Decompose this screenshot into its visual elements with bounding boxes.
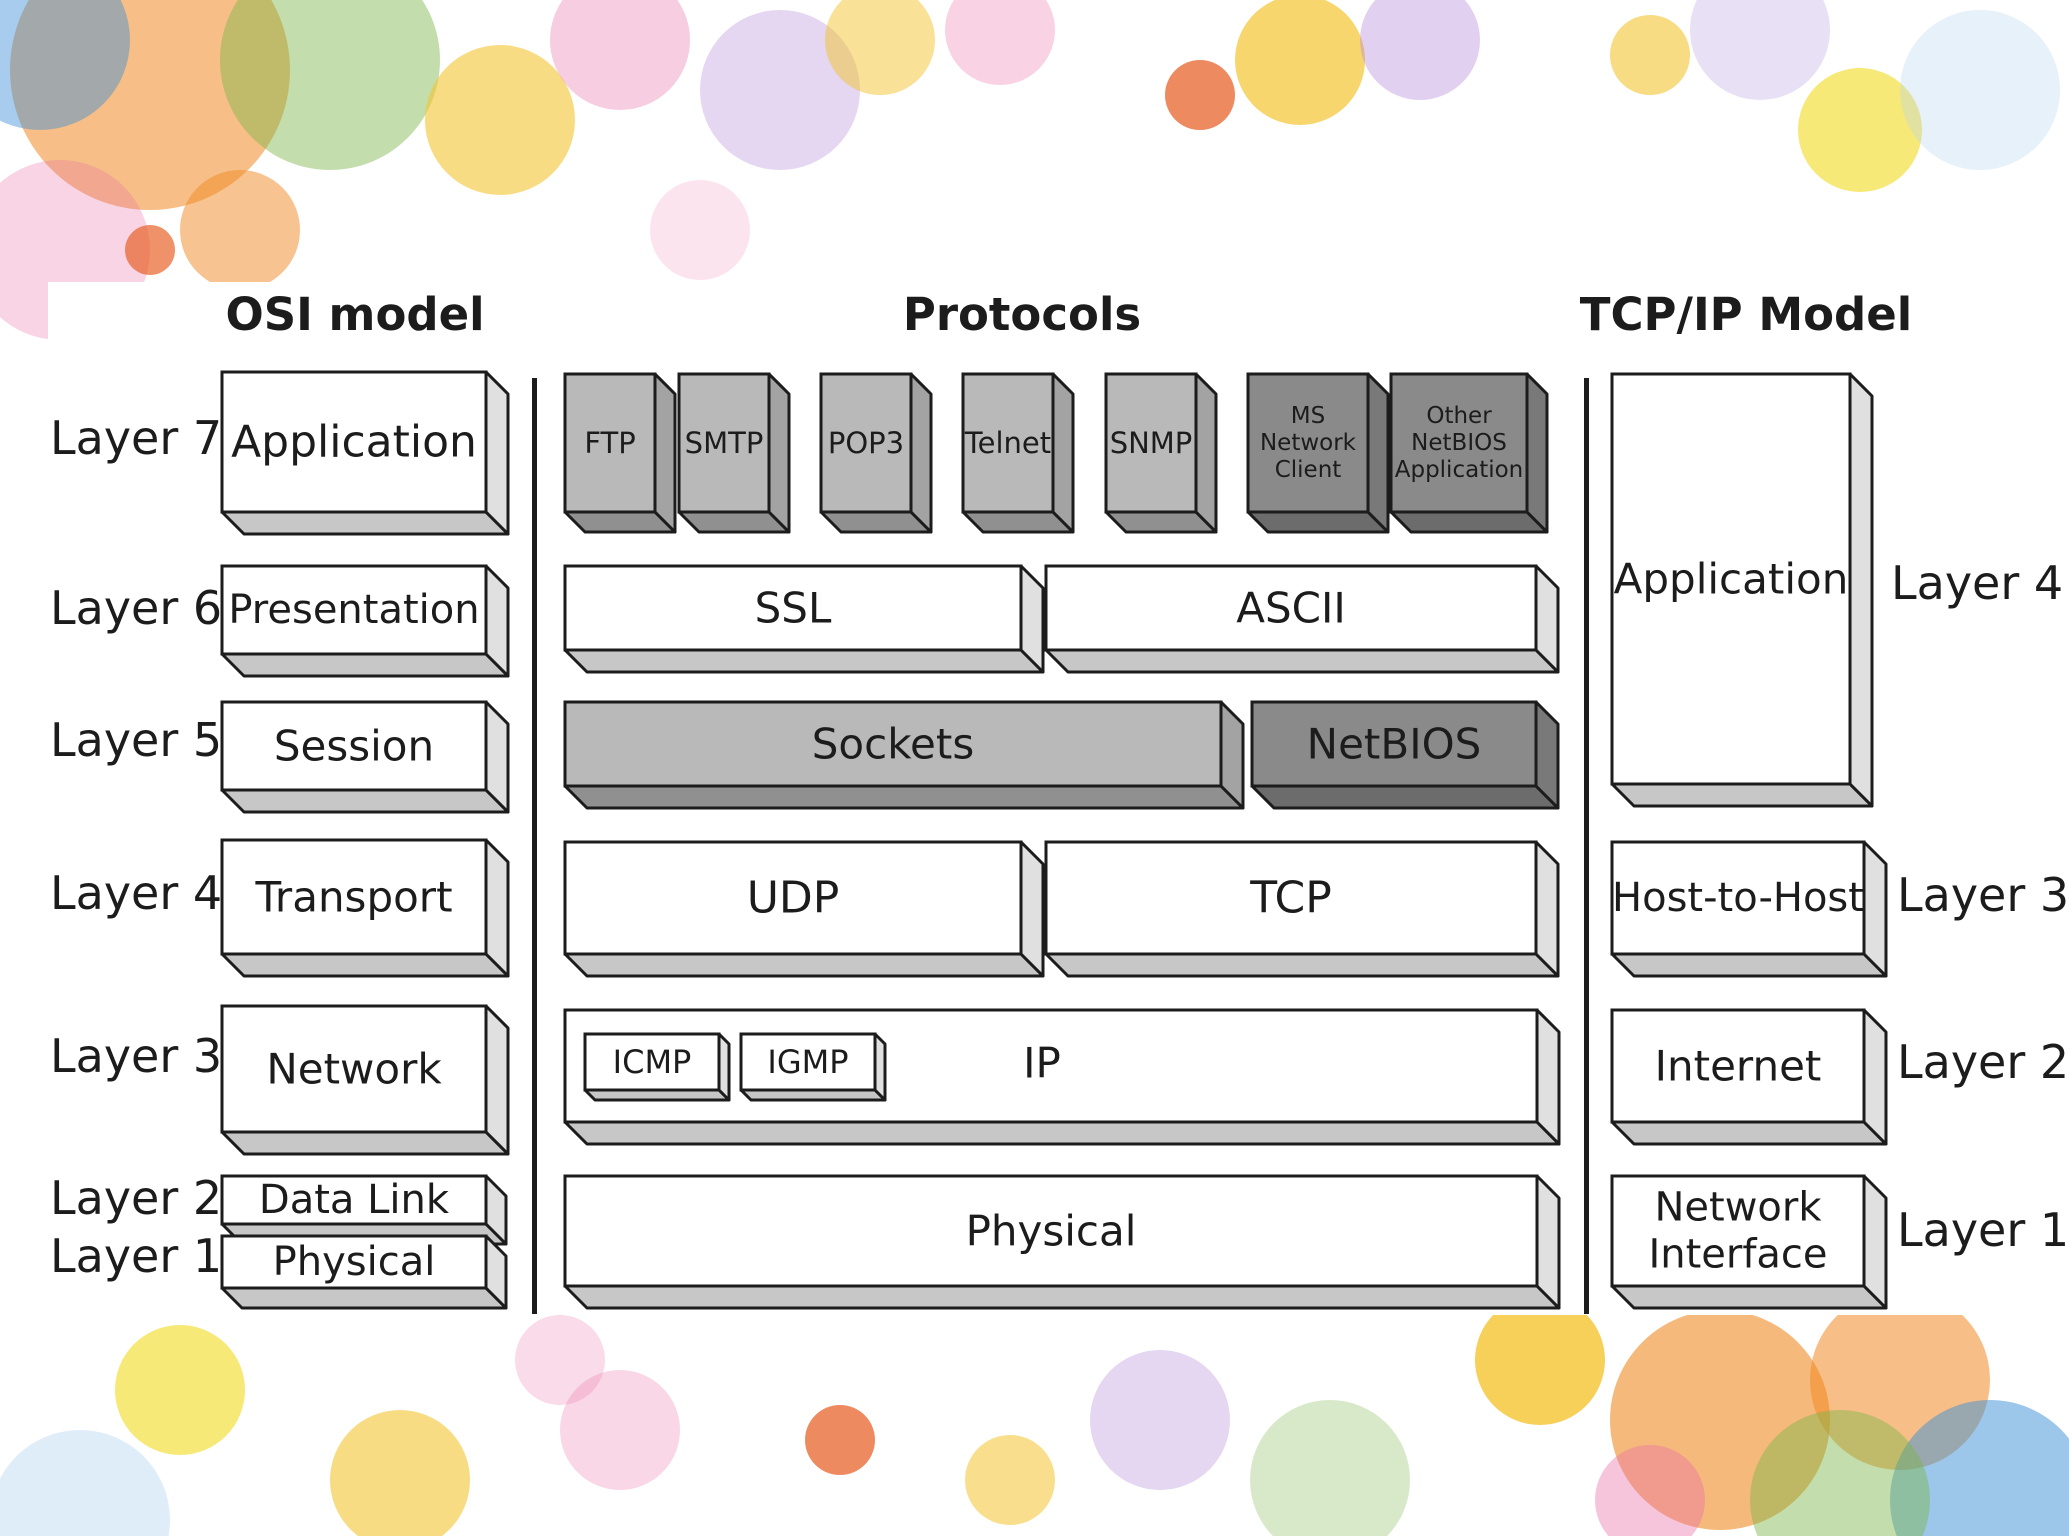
protocol-ms-network-client-label: MS [1291,403,1325,429]
protocol-tcp-label: TCP [1249,873,1332,924]
osi-layer-data-link-label: Data Link [259,1177,450,1223]
osi-layer-1-label: Layer 1 [50,1229,223,1283]
protocol-snmp: SNMP [1104,372,1218,534]
protocol-ascii: ASCII [1044,564,1560,674]
protocol-netbios-label: NetBIOS [1307,720,1482,769]
osi-layer-5-label: Layer 5 [50,713,223,767]
protocol-physical-label: Physical [966,1207,1137,1256]
protocol-pop3: POP3 [819,372,933,534]
osi-layer-physical-label: Physical [273,1239,436,1285]
tcpip-layer-internet: Internet [1610,1008,1888,1146]
osi-layer-data-link: Data Link [220,1174,508,1246]
protocol-other-netbios-application-label: NetBIOS [1411,430,1507,456]
protocol-udp: UDP [563,840,1045,978]
protocol-sockets-label: Sockets [812,720,974,769]
osi-layer-session: Session [220,700,510,814]
divider-line-left [532,378,537,1314]
protocol-netbios: NetBIOS [1250,700,1560,810]
osi-layer-transport: Transport [220,838,510,978]
protocol-igmp-label: IGMP [767,1043,848,1081]
osi-layer-3-label: Layer 3 [50,1029,223,1083]
tcpip-layer-network-interface-label: Network [1654,1184,1822,1230]
protocol-smtp: SMTP [677,372,791,534]
tcpip-layer-internet-label: Internet [1655,1042,1822,1091]
protocol-other-netbios-application-label: Application [1395,457,1524,483]
tcpip-model-heading: TCP/IP Model [1579,288,1913,341]
tcpip-layer-application-label: Application [1614,555,1849,604]
protocol-telnet: Telnet [961,372,1075,534]
osi-layer-7-label: Layer 7 [50,411,223,465]
protocol-smtp-label: SMTP [685,426,764,460]
osi-layer-session-label: Session [274,722,434,771]
osi-layer-2-label: Layer 2 [50,1171,223,1225]
osi-layer-network-label: Network [266,1045,442,1094]
tcpip-layer-4-label: Layer 4 [1891,556,2064,610]
osi-layer-4-label: Layer 4 [50,866,223,920]
tcpip-layer-2-label: Layer 2 [1897,1035,2069,1089]
protocols-heading: Protocols [902,288,1142,341]
osi-layer-6-label: Layer 6 [50,581,223,635]
protocol-ip [563,1008,1561,1146]
tcpip-layer-1-label: Layer 1 [1897,1203,2069,1257]
protocol-physical: Physical [563,1174,1561,1310]
protocol-sockets: Sockets [563,700,1245,810]
protocol-ms-network-client-label: Network [1260,430,1357,456]
osi-layer-application: Application [220,370,510,536]
protocol-ssl-label: SSL [755,584,832,633]
tcpip-layer-application: Application [1610,372,1874,808]
protocol-ascii-label: ASCII [1236,584,1346,633]
protocol-ms-network-client-label: Client [1275,457,1342,483]
protocol-icmp-label: ICMP [613,1043,692,1081]
osi-layer-network: Network [220,1004,510,1156]
tcpip-layer-host-to-host-label: Host-to-Host [1612,875,1864,921]
osi-layer-physical: Physical [220,1234,508,1310]
osi-layer-presentation-label: Presentation [228,587,479,633]
osi-layer-transport-label: Transport [254,873,452,922]
protocol-icmp: ICMP [583,1032,731,1102]
divider-line-right [1584,378,1589,1314]
protocol-ip-label: IP [1023,1039,1061,1088]
protocol-ftp-label: FTP [584,426,635,460]
protocol-pop3-label: POP3 [828,426,904,460]
protocol-tcp: TCP [1044,840,1560,978]
protocol-telnet-label: Telnet [964,426,1051,460]
osi-layer-presentation: Presentation [220,564,510,678]
tcpip-layer-3-label: Layer 3 [1897,868,2069,922]
protocol-other-netbios-application-label: Other [1426,403,1492,429]
osi-layer-application-label: Application [231,417,477,468]
protocol-ftp: FTP [563,372,677,534]
protocol-ssl: SSL [563,564,1045,674]
protocol-snmp-label: SNMP [1110,426,1193,460]
protocol-igmp: IGMP [739,1032,887,1102]
osi-model-heading: OSI model [225,288,485,341]
tcpip-layer-host-to-host: Host-to-Host [1610,840,1888,978]
tcpip-layer-network-interface-label: Interface [1648,1232,1827,1278]
protocol-udp-label: UDP [747,873,840,924]
